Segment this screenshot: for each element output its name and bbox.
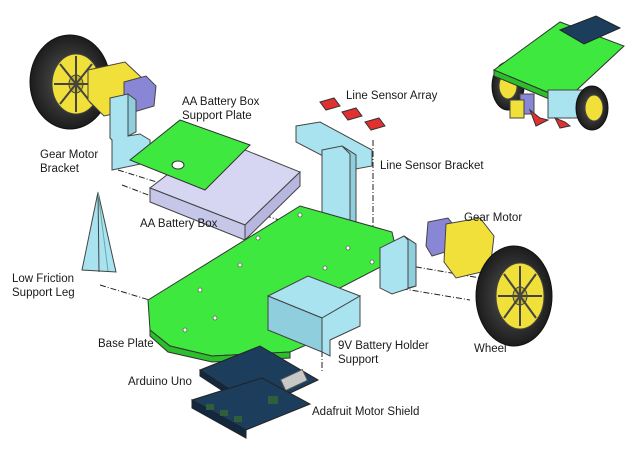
right-wheel bbox=[475, 245, 553, 347]
label-arduino-uno: Arduino Uno bbox=[128, 376, 192, 388]
nine-volt-battery-holder-support bbox=[266, 275, 362, 357]
label-gear-motor: Gear Motor bbox=[464, 212, 523, 224]
right-gear-motor bbox=[425, 217, 495, 279]
label-adafruit-motor-shield: Adafruit Motor Shield bbox=[312, 406, 420, 418]
label-line-sensor-bracket: Line Sensor Bracket bbox=[380, 160, 484, 172]
assembled-robot-view bbox=[491, 15, 625, 131]
gear-motor-bracket-left bbox=[109, 93, 151, 171]
label-aa-battery-support-plate: AA Battery Box Support Plate bbox=[182, 95, 259, 123]
label-base-plate: Base Plate bbox=[98, 338, 154, 350]
adafruit-motor-shield-board bbox=[190, 377, 312, 439]
label-aa-plate-line1: AA Battery Box bbox=[182, 96, 260, 108]
label-leg-line2: Support Leg bbox=[12, 287, 75, 299]
label-line-sensor-array: Line Sensor Array bbox=[346, 90, 438, 102]
label-gear-motor-bracket-line1: Gear Motor bbox=[40, 149, 99, 161]
left-wheel bbox=[29, 34, 111, 130]
line-sensor-bracket bbox=[295, 121, 373, 233]
label-gear-motor-bracket-line2: Bracket bbox=[40, 163, 79, 175]
low-friction-support-leg bbox=[81, 191, 117, 273]
label-low-friction-support-leg: Low Friction Support Leg bbox=[12, 272, 75, 300]
label-nine-volt-holder-support: 9V Battery Holder Support bbox=[338, 339, 429, 367]
label-gear-motor-bracket: Gear Motor Bracket bbox=[40, 148, 98, 176]
gear-motor-bracket-right bbox=[379, 235, 417, 295]
label-nine-v-line1: 9V Battery Holder bbox=[338, 340, 429, 352]
label-nine-v-line2: Support bbox=[338, 354, 379, 366]
line-sensor-array bbox=[319, 97, 386, 131]
label-leg-line1: Low Friction bbox=[12, 273, 74, 285]
label-aa-battery-box: AA Battery Box bbox=[140, 218, 218, 230]
label-wheel: Wheel bbox=[474, 343, 507, 355]
label-aa-plate-line2: Support Plate bbox=[182, 110, 252, 122]
aa-battery-support-plate bbox=[129, 119, 251, 191]
